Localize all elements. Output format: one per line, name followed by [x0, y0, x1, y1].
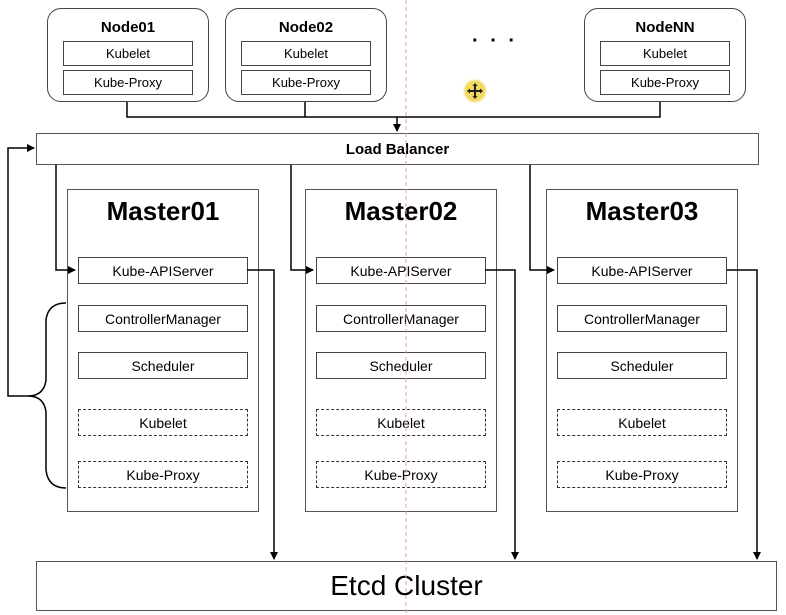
master-03-kube-apiserver: Kube-APIServer — [557, 257, 727, 284]
master-01-kube-proxy: Kube-Proxy — [78, 461, 248, 488]
master-02-scheduler: Scheduler — [316, 352, 486, 379]
node-02-title: Node02 — [278, 19, 334, 36]
master-02-title: Master02 — [344, 196, 458, 226]
node-nn-kube-proxy: Kube-Proxy — [600, 70, 730, 95]
master-03-scheduler: Scheduler — [557, 352, 727, 379]
master-03-kube-proxy: Kube-Proxy — [557, 461, 727, 488]
master-02: Master02 Kube-APIServer ControllerManage… — [305, 189, 497, 512]
node-nn-title: NodeNN — [635, 19, 695, 36]
node-02-kube-proxy: Kube-Proxy — [241, 70, 371, 95]
node-connectors — [126, 102, 661, 132]
master-01-scheduler: Scheduler — [78, 352, 248, 379]
master-03: Master03 Kube-APIServer ControllerManage… — [546, 189, 738, 512]
node-01-title: Node01 — [100, 19, 156, 36]
node-nn: NodeNN Kubelet Kube-Proxy — [584, 8, 746, 102]
etcd-cluster: Etcd Cluster — [36, 561, 777, 611]
feedback-arrow — [7, 144, 67, 489]
master-01-controller-manager: ControllerManager — [78, 305, 248, 332]
more-nodes-ellipsis: · · · — [472, 30, 519, 52]
node-nn-kubelet: Kubelet — [600, 41, 730, 66]
master-01: Master01 Kube-APIServer ControllerManage… — [67, 189, 259, 512]
node-02: Node02 Kubelet Kube-Proxy — [225, 8, 387, 102]
node-01: Node01 Kubelet Kube-Proxy — [47, 8, 209, 102]
master-02-kubelet: Kubelet — [316, 409, 486, 436]
master-03-kubelet: Kubelet — [557, 409, 727, 436]
master-02-kube-proxy: Kube-Proxy — [316, 461, 486, 488]
load-balancer: Load Balancer — [36, 133, 759, 165]
master-01-kubelet: Kubelet — [78, 409, 248, 436]
node-01-kube-proxy: Kube-Proxy — [63, 70, 193, 95]
master-03-title: Master03 — [585, 196, 699, 226]
master-02-controller-manager: ControllerManager — [316, 305, 486, 332]
master-01-title: Master01 — [106, 196, 220, 226]
master-02-kube-apiserver: Kube-APIServer — [316, 257, 486, 284]
move-cursor-icon[interactable] — [465, 81, 485, 101]
master-03-controller-manager: ControllerManager — [557, 305, 727, 332]
node-02-kubelet: Kubelet — [241, 41, 371, 66]
node-01-kubelet: Kubelet — [63, 41, 193, 66]
master-01-kube-apiserver: Kube-APIServer — [78, 257, 248, 284]
